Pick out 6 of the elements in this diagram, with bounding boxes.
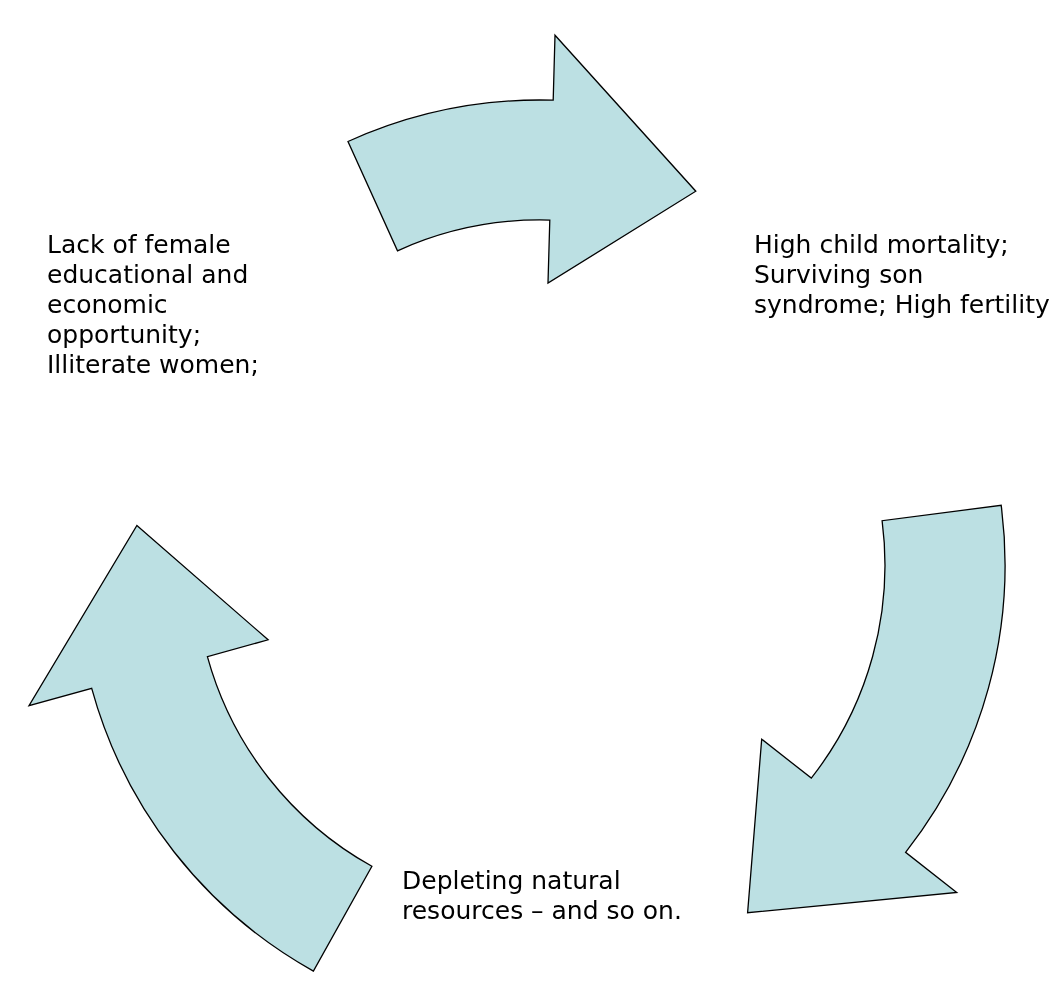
curved-block-arrow	[28, 524, 373, 972]
curved-block-arrow	[746, 504, 1006, 914]
cycle-step-text: Depleting natural resources – and so on.	[402, 866, 683, 926]
cycle-step-text: Lack of female educational and economic opportunity; Illiterate women;	[47, 230, 260, 380]
curved-block-arrow	[347, 34, 697, 284]
cycle-step-text: High child mortality; Surviving son syndrome; High fertility	[754, 230, 1051, 320]
